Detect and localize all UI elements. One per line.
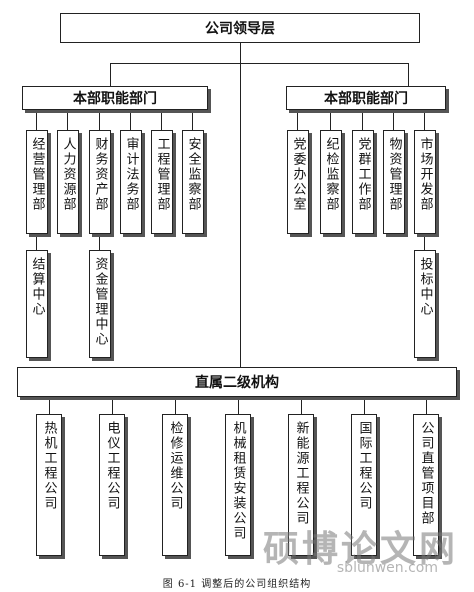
- secondary-unit-label: 机械租赁安装公司: [230, 421, 246, 541]
- connector-line: [364, 397, 365, 414]
- secondary-unit-box: 国际工程公司: [351, 414, 377, 556]
- dept-label: 纪检监察部: [323, 137, 339, 212]
- dept-box: 物资管理部: [383, 130, 405, 234]
- dept-label: 物资管理部: [386, 137, 402, 212]
- connector-line: [110, 63, 409, 64]
- dept-label: 审计法务部: [123, 137, 139, 212]
- connector-line: [301, 397, 302, 414]
- leadership-label: 公司领导层: [205, 21, 275, 37]
- left-functional-header-label: 本部职能部门: [73, 91, 157, 107]
- connector-line: [36, 110, 37, 130]
- dept-box: 经营管理部: [26, 130, 48, 234]
- connector-line: [424, 234, 425, 250]
- left-functional-header: 本部职能部门: [22, 86, 208, 110]
- dept-label: 人力资源部: [60, 137, 76, 212]
- dept-label: 党群工作部: [355, 137, 371, 212]
- funds-center-box: 资金管理中心: [89, 250, 111, 358]
- connector-line: [161, 110, 162, 130]
- connector-line: [99, 110, 100, 130]
- connector-line: [36, 234, 37, 250]
- connector-line: [110, 63, 111, 86]
- dept-box: 安全监察部: [182, 130, 204, 234]
- funds-center-label: 资金管理中心: [92, 257, 108, 347]
- dept-box: 市场开发部: [414, 130, 436, 234]
- dept-label: 党委办公室: [290, 137, 306, 212]
- connector-line: [238, 397, 239, 414]
- settlement-center-label: 结算中心: [29, 257, 45, 317]
- dept-box: 工程管理部: [151, 130, 173, 234]
- secondary-institutions-label: 直属二级机构: [195, 375, 279, 391]
- connector-line: [408, 63, 409, 86]
- bidding-center-label: 投标中心: [417, 257, 433, 317]
- secondary-unit-label: 检修运维公司: [167, 421, 183, 511]
- secondary-unit-box: 新能源工程公司: [288, 414, 314, 556]
- connector-line: [424, 110, 425, 130]
- secondary-unit-box: 机械租赁安装公司: [225, 414, 251, 556]
- connector-line: [175, 397, 176, 414]
- right-functional-header: 本部职能部门: [286, 86, 446, 110]
- dept-box: 党委办公室: [287, 130, 309, 234]
- connector-line: [426, 397, 427, 414]
- secondary-unit-box: 公司直管项目部: [413, 414, 439, 556]
- connector-line: [67, 110, 68, 130]
- connector-line: [192, 110, 193, 130]
- secondary-unit-label: 热机工程公司: [41, 421, 57, 511]
- connector-line: [49, 397, 426, 398]
- connector-line: [36, 110, 193, 111]
- connector-line: [49, 397, 50, 414]
- figure-caption: 图 6-1 调整后的公司组织结构: [162, 579, 312, 590]
- secondary-institutions-header: 直属二级机构: [17, 367, 457, 397]
- leadership-box: 公司领导层: [60, 13, 420, 43]
- secondary-unit-box: 电仪工程公司: [99, 414, 125, 556]
- connector-line: [393, 110, 394, 130]
- dept-box: 党群工作部: [352, 130, 374, 234]
- dept-label: 市场开发部: [417, 137, 433, 212]
- watermark-text: 硕博论文网: [262, 528, 458, 570]
- secondary-unit-label: 电仪工程公司: [104, 421, 120, 511]
- settlement-center-box: 结算中心: [26, 250, 48, 358]
- secondary-unit-label: 新能源工程公司: [293, 421, 309, 526]
- secondary-unit-label: 国际工程公司: [356, 421, 372, 511]
- right-functional-header-label: 本部职能部门: [324, 91, 408, 107]
- connector-line: [130, 110, 131, 130]
- secondary-unit-label: 公司直管项目部: [418, 421, 434, 526]
- secondary-unit-box: 检修运维公司: [162, 414, 188, 556]
- connector-line: [297, 110, 298, 130]
- watermark-url: sblunwen.com: [336, 560, 438, 576]
- secondary-unit-box: 热机工程公司: [36, 414, 62, 556]
- connector-line: [240, 43, 241, 367]
- connector-line: [297, 110, 424, 111]
- connector-line: [112, 397, 113, 414]
- dept-label: 财务资产部: [92, 137, 108, 212]
- dept-label: 工程管理部: [154, 137, 170, 212]
- connector-line: [330, 110, 331, 130]
- dept-box: 财务资产部: [89, 130, 111, 234]
- dept-label: 经营管理部: [29, 137, 45, 212]
- connector-line: [99, 234, 100, 250]
- bidding-center-box: 投标中心: [414, 250, 436, 358]
- dept-box: 审计法务部: [120, 130, 142, 234]
- connector-line: [362, 110, 363, 130]
- dept-box: 人力资源部: [57, 130, 79, 234]
- dept-label: 安全监察部: [185, 137, 201, 212]
- dept-box: 纪检监察部: [320, 130, 342, 234]
